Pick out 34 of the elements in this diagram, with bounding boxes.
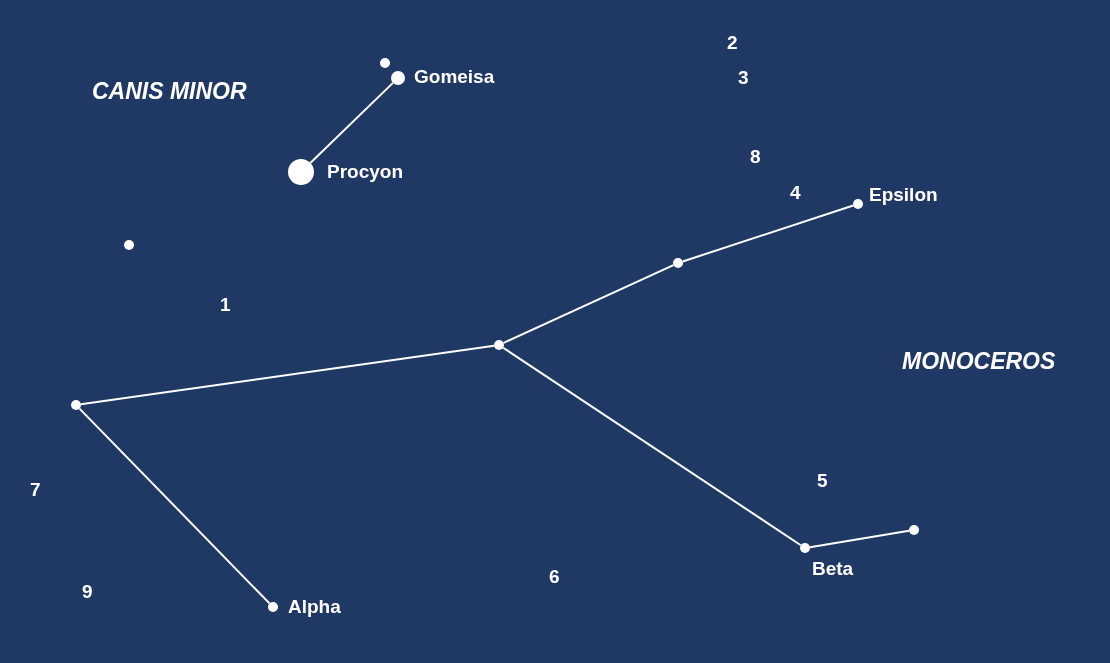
callout-number: 2: [727, 33, 738, 52]
constellation-line: [808, 529, 911, 549]
constellation-line: [79, 344, 496, 406]
constellation-line: [681, 204, 855, 263]
star-dot: [71, 400, 81, 410]
star-dot: [673, 258, 683, 268]
star-name: Beta: [812, 559, 854, 578]
star-name: Alpha: [288, 597, 341, 616]
star-dot: [853, 199, 863, 209]
constellation-line: [502, 346, 802, 547]
callout-number: 8: [750, 147, 761, 166]
constellation-name: CANIS MINOR: [92, 80, 247, 103]
callout-number: 3: [738, 68, 749, 87]
callout-number: 5: [817, 471, 828, 490]
callout-number: 7: [30, 480, 41, 499]
star-dot: [124, 240, 134, 250]
star-dot: [268, 602, 278, 612]
star-name: Procyon: [327, 162, 404, 181]
star-name: Epsilon: [869, 185, 938, 204]
star-dot: [494, 340, 504, 350]
callout-number: 1: [220, 295, 231, 314]
constellation-line: [78, 407, 271, 605]
constellation-name: MONOCEROS: [902, 350, 1056, 373]
star-dot: [909, 525, 919, 535]
star-dot: [391, 71, 405, 85]
callout-number: 9: [82, 582, 93, 601]
callout-number: 4: [790, 183, 801, 202]
callout-number: 6: [549, 567, 560, 586]
constellation-line: [309, 81, 394, 164]
star-dot: [288, 159, 314, 185]
star-dot: [380, 58, 390, 68]
star-dot: [800, 543, 810, 553]
constellation-line: [502, 264, 675, 344]
star-name: Gomeisa: [414, 67, 495, 86]
